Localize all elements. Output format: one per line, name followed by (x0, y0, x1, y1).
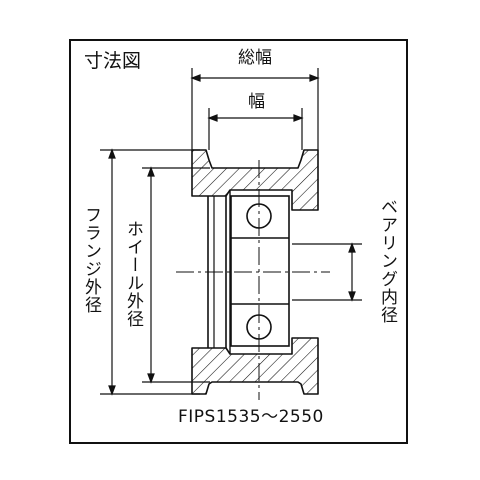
bearing-bore-label: ベアリング内径 (377, 198, 397, 324)
model-number: FIPS1535～2550 (178, 407, 324, 427)
flange-diameter-label: フランジ外径 (81, 206, 101, 314)
bearing (230, 195, 290, 347)
overall-width-label: 総幅 (238, 48, 272, 68)
diagram-title: 寸法図 (84, 50, 142, 72)
width-dimension (207, 108, 304, 150)
bearing-bore-dimension (292, 242, 362, 302)
center-lines (176, 160, 330, 400)
width-label: 幅 (248, 92, 265, 112)
flange-diameter-dimension (100, 148, 200, 396)
wheel-diameter-label: ホイール外径 (123, 220, 143, 328)
overall-width-dimension (190, 68, 320, 150)
